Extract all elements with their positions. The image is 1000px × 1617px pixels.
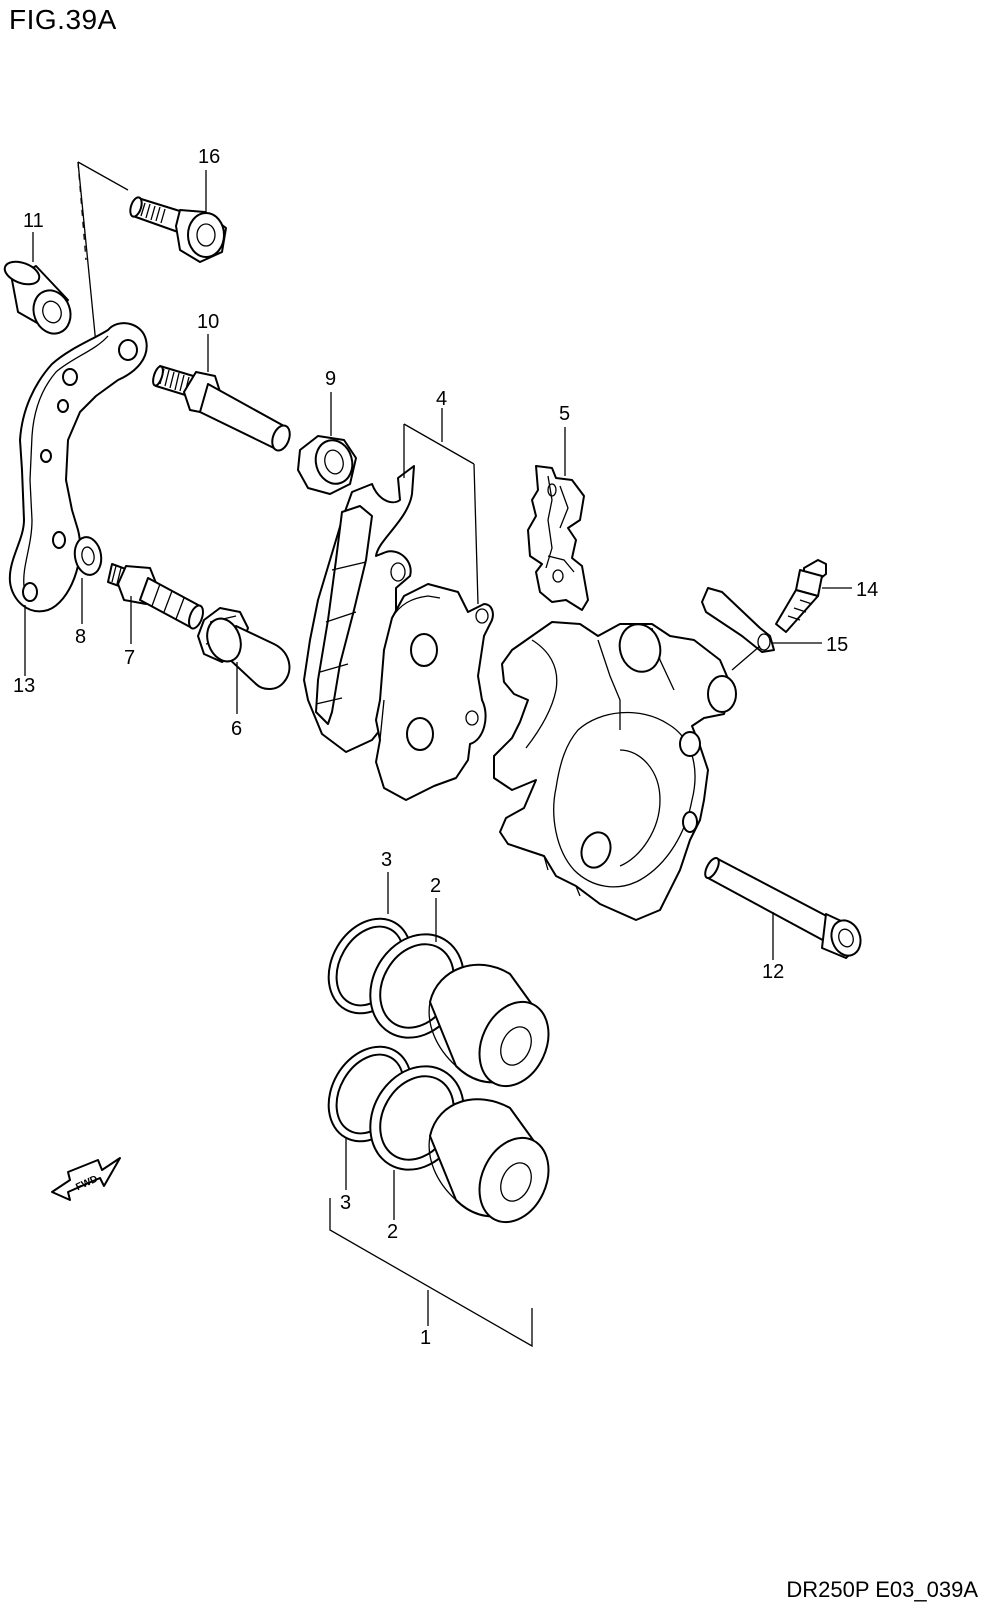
callout-16: 16: [198, 146, 220, 168]
part-4-brake-pads: [303, 465, 494, 801]
part-14-bleeder-valve: [775, 559, 827, 633]
part-6-boot-pin: [197, 607, 291, 690]
part-15-cap: [701, 587, 775, 653]
part-10-pin: [152, 365, 291, 452]
callout-5: 5: [559, 403, 570, 425]
callout-4: 4: [436, 388, 447, 410]
callout-7: 7: [124, 647, 135, 669]
part-5-pad-spring: [527, 465, 589, 611]
callout-2-lower: 2: [387, 1221, 398, 1243]
callout-10: 10: [197, 311, 219, 333]
part-9-boot: [297, 435, 357, 495]
callout-9: 9: [325, 368, 336, 390]
figure-code: DR250P E03_039A: [786, 1577, 978, 1602]
callout-13: 13: [13, 675, 35, 697]
callout-3-lower: 3: [340, 1192, 351, 1214]
callout-11: 11: [23, 210, 44, 232]
part-13-bracket: [8, 322, 148, 613]
part-12-pin: [704, 857, 862, 959]
callout-1: 1: [420, 1327, 431, 1349]
part-16-bolt: [129, 196, 227, 263]
callout-14: 14: [856, 579, 878, 601]
lower-piston-assembly: [327, 1045, 550, 1224]
part-11-sleeve: [3, 260, 72, 335]
fwd-arrow-icon: FWD: [51, 1157, 121, 1201]
callout-12: 12: [762, 961, 784, 983]
part-8-washer: [73, 536, 103, 576]
caliper-body: [493, 621, 737, 921]
part-7-bolt: [107, 563, 204, 630]
callout-3-upper: 3: [381, 849, 392, 871]
callout-8: 8: [75, 626, 86, 648]
callout-15: 15: [826, 634, 848, 656]
upper-piston-assembly: [327, 917, 550, 1088]
callout-6: 6: [231, 718, 242, 740]
figure-title: FIG.39A: [9, 4, 117, 35]
callout-2-upper: 2: [430, 875, 441, 897]
